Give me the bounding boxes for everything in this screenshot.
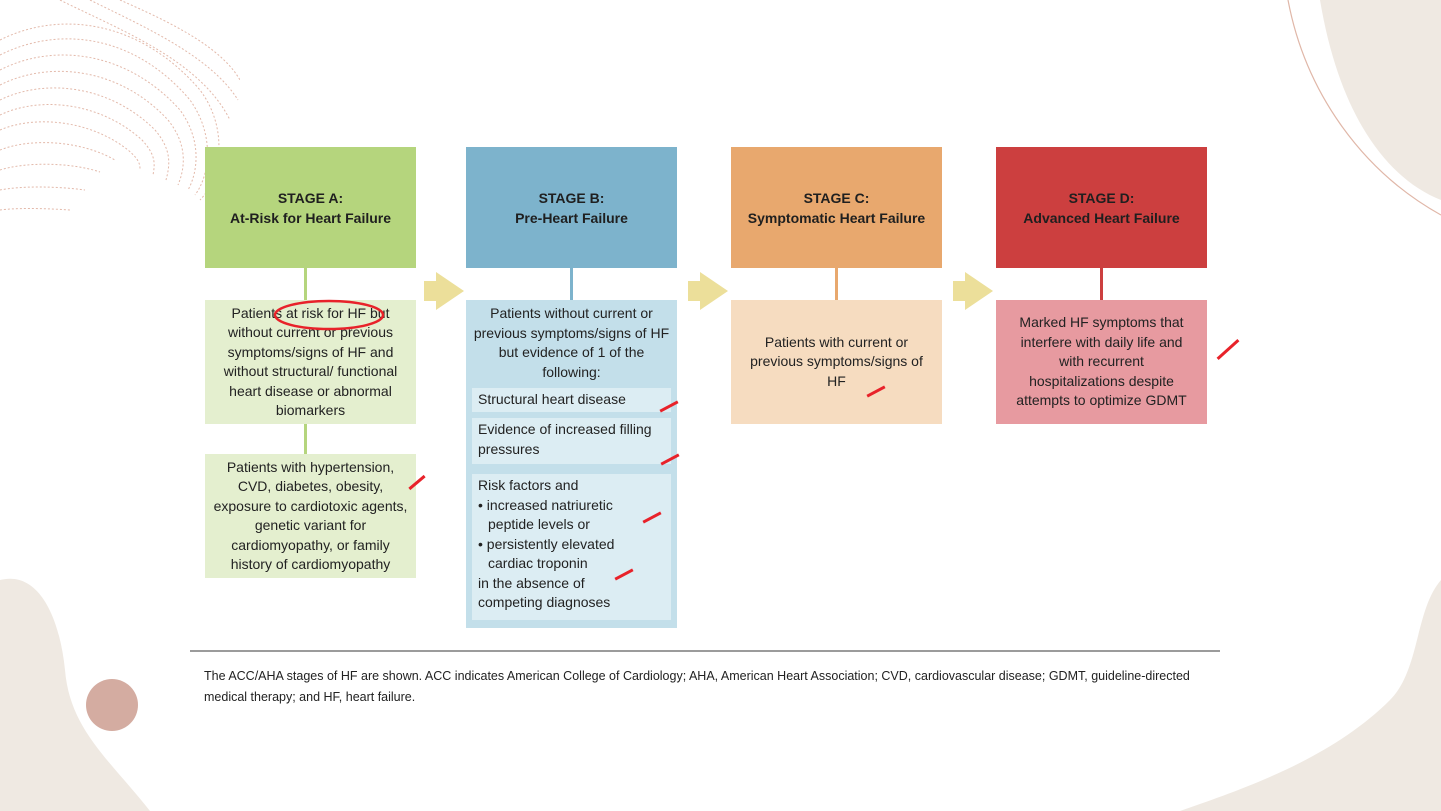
- decorative-bottom-right-blob: [1180, 580, 1441, 811]
- decorative-bottom-left-blob: [0, 578, 150, 811]
- arrow-b-c-icon: [700, 272, 728, 310]
- stage-a-header: STAGE A: At-Risk for Heart Failure: [205, 147, 416, 268]
- stage-b-description: Patients without current or previous sym…: [473, 305, 670, 380]
- decorative-line-pattern: [0, 0, 240, 211]
- risk-line: • increased natriuretic: [478, 496, 613, 513]
- stage-d-title: STAGE D:: [1068, 189, 1135, 206]
- stage-b-criterion-filling: Evidence of increased filling pressures: [472, 418, 671, 464]
- arrow-c-d-icon: [965, 272, 993, 310]
- criterion-text: Evidence of increased filling pressures: [478, 421, 652, 457]
- risk-line: in the absence of: [478, 574, 585, 591]
- risk-line: • persistently elevated: [478, 535, 615, 552]
- criterion-text: Structural heart disease: [478, 391, 626, 407]
- figure-caption: The ACC/AHA stages of HF are shown. ACC …: [204, 669, 1190, 704]
- stage-b-title: STAGE B:: [538, 189, 605, 206]
- stage-a-description: Patients at risk for HF but without curr…: [205, 300, 416, 424]
- arrow-a-b-icon: [436, 272, 464, 310]
- annotation-ellipse: [273, 299, 385, 331]
- stage-c-title: STAGE C:: [803, 189, 870, 206]
- risk-line: Risk factors and: [478, 477, 579, 493]
- annotation-mark: [1216, 339, 1240, 360]
- decorative-circle: [86, 679, 138, 731]
- risk-line: peptide levels or: [488, 516, 590, 532]
- stage-a-connector: [304, 268, 307, 300]
- stage-b-criterion-structural: Structural heart disease: [472, 388, 671, 412]
- arrow-a-b-body: [424, 281, 438, 301]
- stage-c-subtitle: Symptomatic Heart Failure: [747, 209, 926, 226]
- risk-line: competing diagnoses: [478, 594, 611, 610]
- stage-b-connector: [570, 268, 573, 300]
- stage-b-criterion-risk: Risk factors and • increased natriuretic…: [472, 474, 671, 620]
- stage-b-header: STAGE B: Pre-Heart Failure: [466, 147, 677, 268]
- stage-a-risk-factors: Patients with hypertension, CVD, diabete…: [205, 454, 416, 578]
- risk-line: cardiac troponin: [488, 555, 588, 571]
- stage-c-connector: [835, 268, 838, 300]
- stage-d-connector: [1100, 268, 1103, 300]
- stage-c-header: STAGE C: Symptomatic Heart Failure: [731, 147, 942, 268]
- stage-b-subtitle: Pre-Heart Failure: [515, 209, 628, 226]
- stage-d-subtitle: Advanced Heart Failure: [1023, 209, 1180, 226]
- caption-divider: [190, 650, 1220, 652]
- stage-c-description: Patients with current or previous sympto…: [731, 300, 942, 424]
- stage-a-connector-2: [304, 424, 307, 454]
- stage-d-header: STAGE D: Advanced Heart Failure: [996, 147, 1207, 268]
- stage-a-title: STAGE A:: [277, 189, 344, 206]
- decorative-top-right-shape: [1287, 0, 1441, 216]
- arrow-c-d-body: [953, 281, 967, 301]
- stage-d-description: Marked HF symptoms that interfere with d…: [996, 300, 1207, 424]
- stage-a-subtitle: At-Risk for Heart Failure: [229, 209, 392, 226]
- arrow-b-c-body: [688, 281, 702, 301]
